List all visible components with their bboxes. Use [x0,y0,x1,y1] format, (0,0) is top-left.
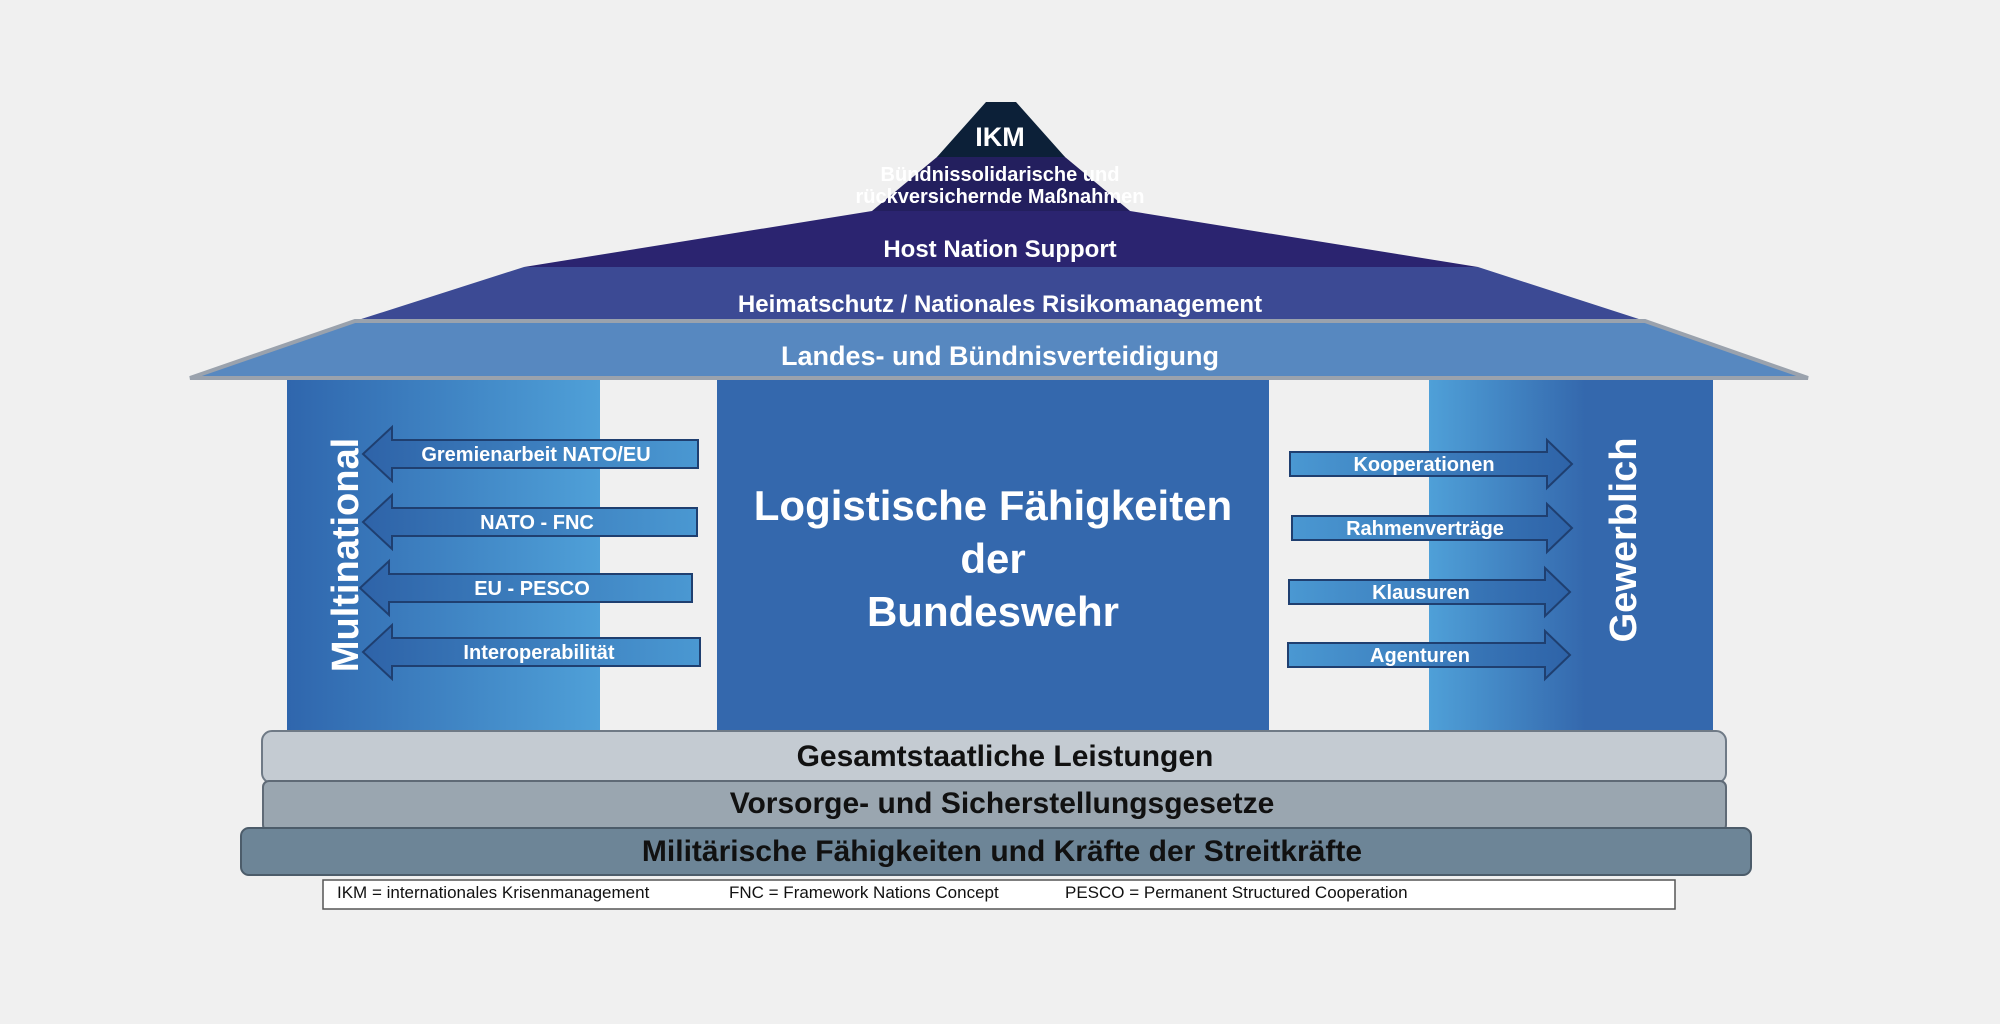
center-title-line-2: der [960,535,1025,582]
footnote-box [322,879,1676,910]
roof-band-buendnis [872,157,1130,211]
footnote-ikm: IKM = internationales Krisenmanagement [337,883,650,902]
center-title-line-1: Logistische Fähigkeiten [754,482,1232,529]
center-pillar [717,380,1269,732]
right-arrow: Kooperationen [1289,437,1574,491]
foundation-layer-militaer [240,827,1752,876]
left-arrow-label: NATO - FNC [480,512,594,534]
roof-ikm-label: IKM [975,122,1025,152]
foundation-layer-3-label: Militärische Fähigkeiten und Kräfte der … [642,835,1362,868]
roof: IKM Bündnissolidarische und rückversiche… [189,102,1809,380]
left-arrow-label: EU - PESCO [474,578,590,600]
roof-buendnis-label-2: rückversichernde Maßnahmen [856,186,1145,208]
right-pillar-label: Gewerblich [1603,438,1645,643]
left-arrow: NATO - FNC [361,492,698,552]
roof-landes-label: Landes- und Bündnisverteidigung [781,341,1219,371]
roof-band-host-nation [524,211,1478,267]
footnote-fnc: FNC = Framework Nations Concept [729,883,999,902]
left-arrow: EU - PESCO [358,558,693,618]
right-arrow-label: Agenturen [1370,645,1470,667]
foundation-layer-2-label: Vorsorge- und Sicherstellungsgesetze [730,787,1275,820]
right-pillar [1429,380,1713,732]
left-pillar-label: Multinational [325,438,367,672]
roof-host-nation-label: Host Nation Support [883,236,1116,263]
right-arrow-label: Kooperationen [1353,454,1494,476]
left-arrow-label: Gremienarbeit NATO/EU [421,444,650,466]
roof-band-heimatschutz [355,267,1645,321]
left-arrow: Gremienarbeit NATO/EU [361,424,699,484]
roof-band-landes [189,319,1809,380]
roof-buendnis-label-1: Bündnissolidarische und [881,164,1120,186]
foundation-layer-1-label: Gesamtstaatliche Leistungen [797,740,1214,773]
left-arrow: Interoperabilität [361,622,701,682]
right-arrow-label: Klausuren [1372,582,1470,604]
right-arrow-label: Rahmenverträge [1346,518,1504,540]
roof-heimatschutz-label: Heimatschutz / Nationales Risikomanageme… [738,291,1262,318]
footnote-pesco: PESCO = Permanent Structured Cooperation [1065,883,1408,902]
left-pillar [287,380,600,732]
right-arrow: Rahmenverträge [1291,501,1574,555]
right-arrow: Agenturen [1287,628,1572,682]
right-arrow: Klausuren [1288,565,1572,619]
center-title-line-3: Bundeswehr [867,588,1119,635]
left-arrow-label: Interoperabilität [463,642,614,664]
